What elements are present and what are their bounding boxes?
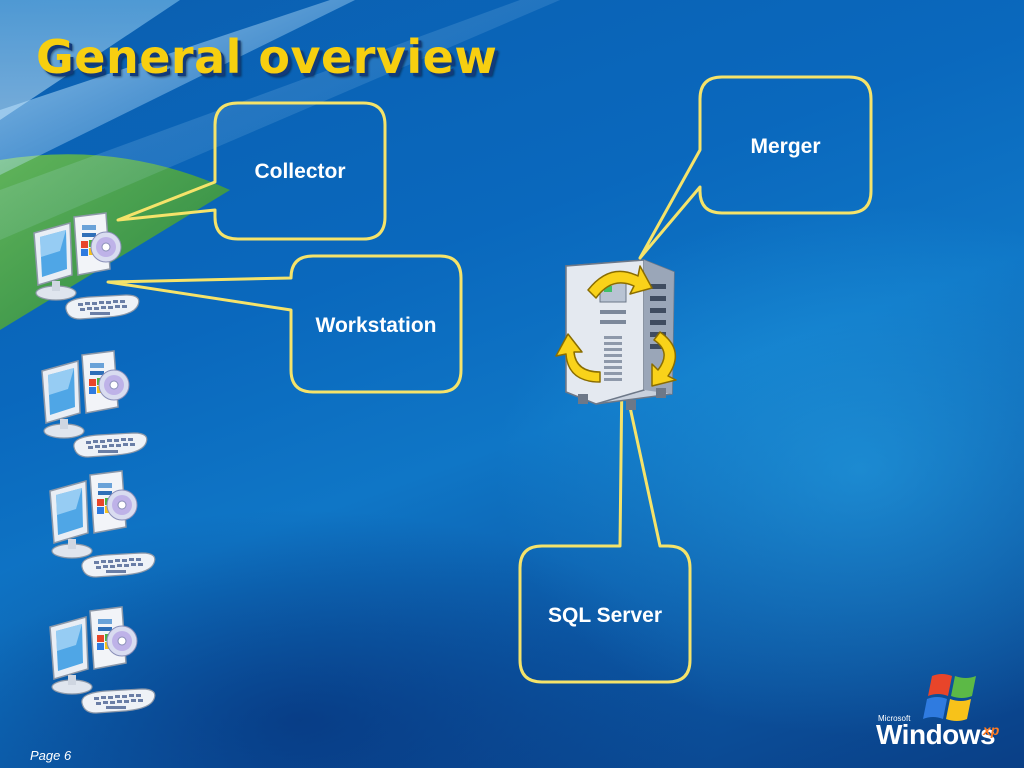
collector-callout: [116, 101, 387, 241]
sql-server-label: SQL Server: [547, 604, 662, 627]
workstation-computer-icon: [49, 470, 156, 578]
workstation-label: Workstation: [315, 314, 437, 337]
server-tower-icon: [555, 259, 677, 410]
merger-callout: [638, 75, 873, 260]
workstation-callout: [106, 254, 463, 394]
collector-label: Collector: [254, 160, 346, 183]
sync-arrows-icon: [555, 265, 677, 387]
microsoft-wordmark: Microsoft: [878, 714, 911, 723]
workstation-computer-icon: [41, 350, 148, 458]
page-title: General overview: [36, 30, 498, 84]
windows-wordmark: Windows: [876, 719, 996, 750]
windows-flag-icon: [923, 674, 976, 721]
page-number: Page 6: [30, 748, 72, 763]
sql-server-callout: [518, 368, 692, 684]
merger-label: Merger: [750, 135, 821, 158]
workstation-computer-icon: [33, 212, 140, 320]
workstation-computer-icon: [49, 606, 156, 714]
xp-wordmark: xp: [983, 722, 1000, 738]
